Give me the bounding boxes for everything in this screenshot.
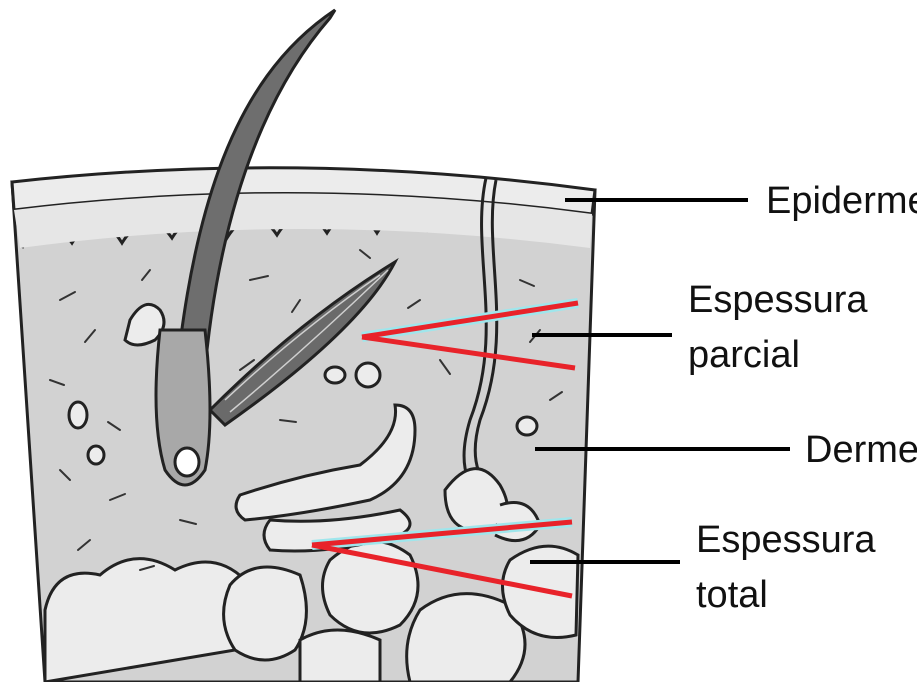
label-espessura-parcial-1: Espessura (688, 279, 868, 321)
label-derme: Derme (805, 429, 917, 471)
label-epiderme: Epiderme (766, 180, 917, 222)
label-espessura-total-1: Espessura (696, 519, 876, 561)
label-espessura-parcial-2: parcial (688, 334, 800, 376)
label-espessura-total-2: total (696, 574, 768, 616)
